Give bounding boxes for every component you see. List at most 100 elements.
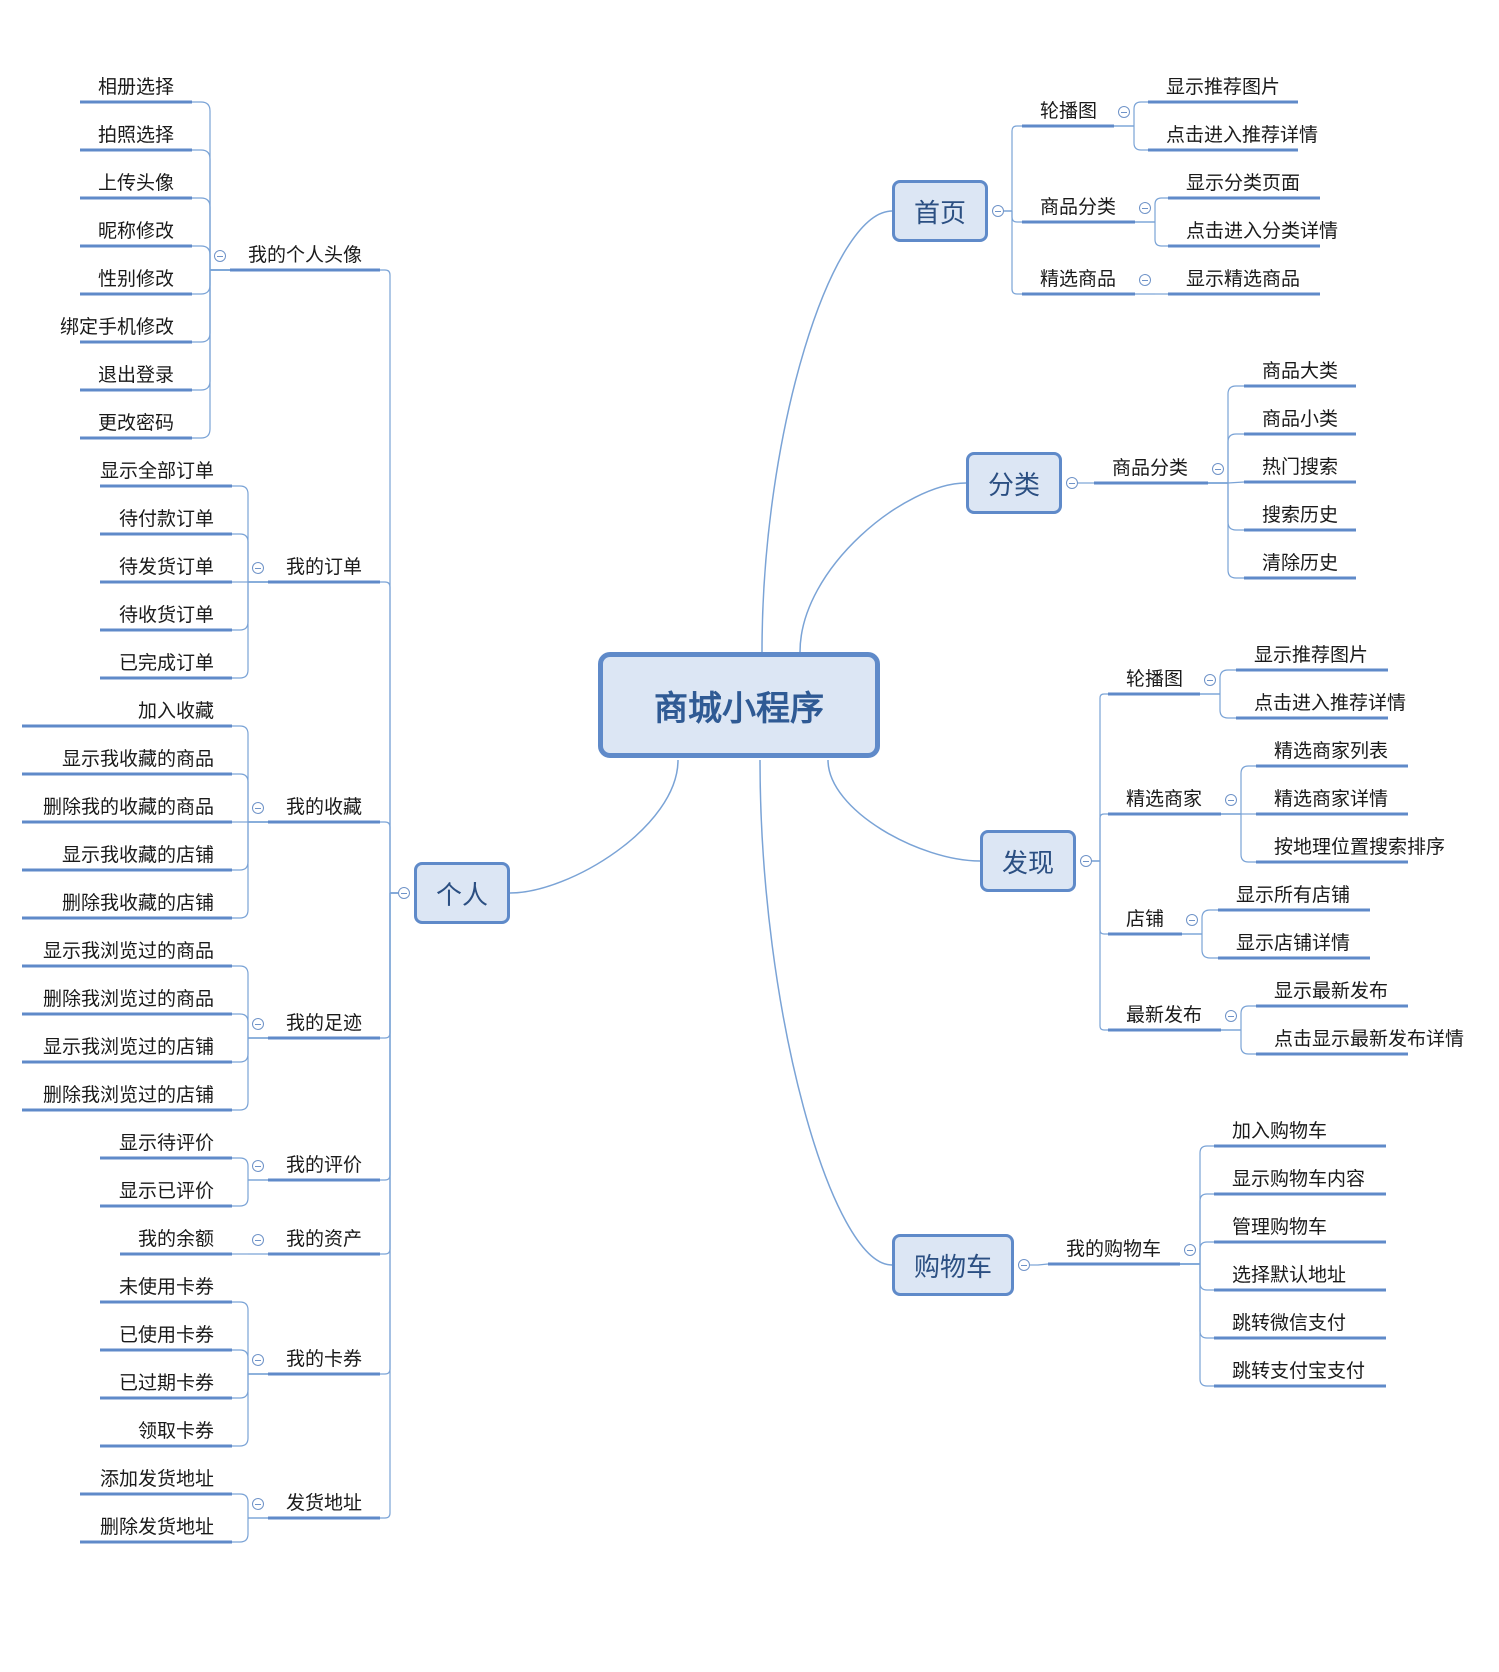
item-label-personal-6-3[interactable]: 领取卡券 — [137, 1420, 214, 1442]
collapse-toggle-personal-3[interactable] — [252, 1018, 264, 1030]
collapse-toggle-discover-3[interactable] — [1225, 1010, 1237, 1022]
group-label-personal-4[interactable]: 我的评价 — [285, 1154, 362, 1176]
item-label-home-1-1[interactable]: 点击进入分类详情 — [1186, 220, 1339, 242]
collapse-toggle-cart-0[interactable] — [1184, 1244, 1196, 1256]
collapse-toggle-home-1[interactable] — [1139, 202, 1151, 214]
item-label-personal-3-0[interactable]: 显示我浏览过的商品 — [42, 940, 214, 962]
collapse-toggle-discover-1[interactable] — [1225, 794, 1237, 806]
item-label-discover-1-2[interactable]: 按地理位置搜索排序 — [1274, 836, 1446, 858]
group-label-personal-3[interactable]: 我的足迹 — [285, 1012, 362, 1034]
item-label-personal-2-0[interactable]: 加入收藏 — [137, 700, 214, 722]
item-label-cart-0-5[interactable]: 跳转支付宝支付 — [1232, 1360, 1366, 1382]
branch-node-home[interactable]: 首页 — [892, 180, 988, 242]
item-label-personal-6-1[interactable]: 已使用卡券 — [118, 1324, 214, 1346]
item-label-personal-3-3[interactable]: 删除我浏览过的店铺 — [42, 1084, 214, 1106]
group-label-home-2[interactable]: 精选商品 — [1040, 268, 1117, 290]
branch-node-cart[interactable]: 购物车 — [892, 1234, 1014, 1296]
group-label-personal-0[interactable]: 我的个人头像 — [247, 244, 362, 266]
item-label-cart-0-0[interactable]: 加入购物车 — [1232, 1120, 1328, 1142]
item-label-personal-0-1[interactable]: 拍照选择 — [97, 124, 174, 146]
group-label-personal-1[interactable]: 我的订单 — [285, 556, 362, 578]
collapse-toggle-cart[interactable] — [1018, 1259, 1030, 1271]
item-label-discover-2-0[interactable]: 显示所有店铺 — [1236, 884, 1351, 906]
group-label-home-1[interactable]: 商品分类 — [1040, 196, 1117, 218]
group-label-personal-7[interactable]: 发货地址 — [285, 1492, 362, 1514]
item-label-personal-0-6[interactable]: 退出登录 — [97, 364, 174, 386]
collapse-toggle-home-2[interactable] — [1139, 274, 1151, 286]
item-label-home-2-0[interactable]: 显示精选商品 — [1186, 268, 1301, 290]
group-label-discover-2[interactable]: 店铺 — [1126, 908, 1165, 930]
item-label-personal-2-4[interactable]: 删除我收藏的店铺 — [61, 892, 214, 914]
item-label-discover-2-1[interactable]: 显示店铺详情 — [1236, 932, 1351, 954]
item-label-discover-1-1[interactable]: 精选商家详情 — [1274, 788, 1389, 810]
collapse-toggle-personal-7[interactable] — [252, 1498, 264, 1510]
item-label-personal-2-3[interactable]: 显示我收藏的店铺 — [61, 844, 214, 866]
root-node[interactable]: 商城小程序 — [598, 652, 880, 758]
item-label-home-0-0[interactable]: 显示推荐图片 — [1166, 76, 1281, 98]
item-label-home-1-0[interactable]: 显示分类页面 — [1186, 172, 1301, 194]
collapse-toggle-personal-1[interactable] — [252, 562, 264, 574]
collapse-toggle-personal-5[interactable] — [252, 1234, 264, 1246]
item-label-discover-1-0[interactable]: 精选商家列表 — [1274, 740, 1389, 762]
group-label-discover-1[interactable]: 精选商家 — [1126, 788, 1203, 810]
group-label-personal-5[interactable]: 我的资产 — [285, 1228, 362, 1250]
item-label-personal-0-0[interactable]: 相册选择 — [97, 76, 174, 98]
item-label-personal-3-1[interactable]: 删除我浏览过的商品 — [42, 988, 214, 1010]
collapse-toggle-personal-6[interactable] — [252, 1354, 264, 1366]
group-label-cart-0[interactable]: 我的购物车 — [1066, 1238, 1162, 1260]
collapse-toggle-discover[interactable] — [1080, 855, 1092, 867]
collapse-toggle-home[interactable] — [992, 205, 1004, 217]
item-label-personal-2-1[interactable]: 显示我收藏的商品 — [61, 748, 214, 770]
item-label-category-0-3[interactable]: 搜索历史 — [1262, 504, 1339, 526]
collapse-toggle-personal-2[interactable] — [252, 802, 264, 814]
group-label-discover-3[interactable]: 最新发布 — [1126, 1004, 1203, 1026]
item-label-personal-0-3[interactable]: 昵称修改 — [97, 220, 174, 242]
branch-node-category[interactable]: 分类 — [966, 452, 1062, 514]
item-label-personal-6-0[interactable]: 未使用卡券 — [118, 1276, 214, 1298]
item-label-personal-3-2[interactable]: 显示我浏览过的店铺 — [42, 1036, 214, 1058]
collapse-toggle-category[interactable] — [1066, 477, 1078, 489]
item-label-category-0-1[interactable]: 商品小类 — [1262, 408, 1339, 430]
item-label-discover-0-0[interactable]: 显示推荐图片 — [1254, 644, 1369, 666]
item-label-cart-0-4[interactable]: 跳转微信支付 — [1232, 1312, 1347, 1334]
item-label-discover-3-1[interactable]: 点击显示最新发布详情 — [1274, 1028, 1465, 1050]
item-label-personal-7-1[interactable]: 删除发货地址 — [99, 1516, 214, 1538]
item-label-category-0-2[interactable]: 热门搜索 — [1262, 456, 1339, 478]
item-label-personal-5-0[interactable]: 我的余额 — [137, 1228, 214, 1250]
item-label-personal-4-0[interactable]: 显示待评价 — [118, 1132, 214, 1154]
item-label-personal-0-7[interactable]: 更改密码 — [97, 412, 174, 434]
item-label-personal-1-0[interactable]: 显示全部订单 — [99, 460, 214, 482]
item-label-personal-7-0[interactable]: 添加发货地址 — [99, 1468, 214, 1490]
item-label-personal-0-5[interactable]: 绑定手机修改 — [59, 316, 174, 338]
item-label-discover-3-0[interactable]: 显示最新发布 — [1274, 980, 1389, 1002]
item-label-category-0-4[interactable]: 清除历史 — [1262, 552, 1339, 574]
group-label-personal-2[interactable]: 我的收藏 — [285, 796, 362, 818]
item-label-cart-0-1[interactable]: 显示购物车内容 — [1232, 1168, 1366, 1190]
group-label-category-0[interactable]: 商品分类 — [1112, 457, 1189, 479]
item-label-personal-6-2[interactable]: 已过期卡券 — [118, 1372, 214, 1394]
item-label-personal-1-4[interactable]: 已完成订单 — [118, 652, 214, 674]
collapse-toggle-personal-0[interactable] — [214, 250, 226, 262]
collapse-toggle-category-0[interactable] — [1212, 463, 1224, 475]
item-label-home-0-1[interactable]: 点击进入推荐详情 — [1166, 124, 1319, 146]
item-label-personal-0-4[interactable]: 性别修改 — [97, 268, 174, 290]
item-label-personal-1-1[interactable]: 待付款订单 — [118, 508, 214, 530]
item-label-personal-1-3[interactable]: 待收货订单 — [118, 604, 214, 626]
item-label-discover-0-1[interactable]: 点击进入推荐详情 — [1254, 692, 1407, 714]
branch-node-personal[interactable]: 个人 — [414, 862, 510, 924]
item-label-personal-2-2[interactable]: 删除我的收藏的商品 — [42, 796, 214, 818]
item-label-personal-4-1[interactable]: 显示已评价 — [118, 1180, 214, 1202]
group-label-personal-6[interactable]: 我的卡券 — [285, 1348, 362, 1370]
branch-node-discover[interactable]: 发现 — [980, 830, 1076, 892]
collapse-toggle-personal[interactable] — [398, 887, 410, 899]
item-label-personal-0-2[interactable]: 上传头像 — [97, 172, 174, 194]
collapse-toggle-discover-2[interactable] — [1186, 914, 1198, 926]
group-label-home-0[interactable]: 轮播图 — [1040, 100, 1098, 122]
item-label-personal-1-2[interactable]: 待发货订单 — [118, 556, 214, 578]
collapse-toggle-home-0[interactable] — [1118, 106, 1130, 118]
collapse-toggle-discover-0[interactable] — [1204, 674, 1216, 686]
collapse-toggle-personal-4[interactable] — [252, 1160, 264, 1172]
item-label-category-0-0[interactable]: 商品大类 — [1262, 360, 1339, 382]
group-label-discover-0[interactable]: 轮播图 — [1126, 668, 1184, 690]
item-label-cart-0-3[interactable]: 选择默认地址 — [1232, 1264, 1347, 1286]
